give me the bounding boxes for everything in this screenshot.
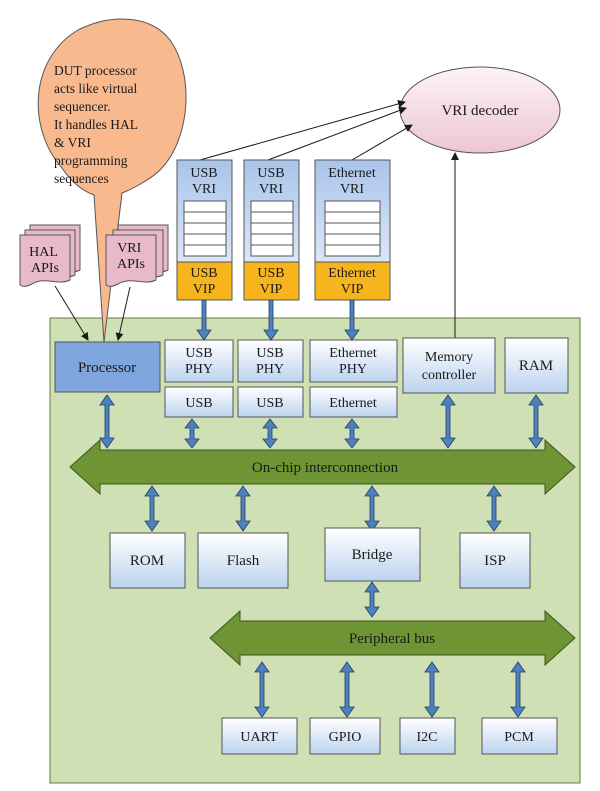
memory-controller bbox=[402, 337, 496, 394]
svg-text:GPIO: GPIO bbox=[329, 730, 362, 745]
processor-block bbox=[54, 341, 161, 393]
rom-block bbox=[109, 532, 186, 589]
vri-apis-doc: VRI APIs bbox=[105, 224, 169, 287]
usb-phy-1 bbox=[164, 339, 234, 383]
peripheral-bus-label: Peripheral bus bbox=[349, 631, 435, 647]
flash-block bbox=[197, 532, 289, 589]
peripheral-bus bbox=[209, 609, 576, 667]
processor-label: Processor bbox=[78, 360, 136, 376]
ethernet-phy bbox=[309, 339, 398, 383]
svg-text:Bridge: Bridge bbox=[352, 547, 393, 563]
interconnect-arrows bbox=[99, 394, 544, 718]
svg-text:ISP: ISP bbox=[484, 553, 506, 569]
onchip-interconnect-bus bbox=[69, 438, 576, 496]
ram-label: RAM bbox=[519, 358, 553, 374]
vri-decoder-label: VRI decoder bbox=[441, 103, 518, 119]
svg-text:USB: USB bbox=[185, 396, 212, 411]
ram-block bbox=[504, 337, 569, 394]
svg-text:UART: UART bbox=[240, 730, 278, 745]
vip-phy-arrows bbox=[196, 299, 360, 341]
usb-phy-2 bbox=[237, 339, 304, 383]
onchip-bus-label: On-chip interconnection bbox=[252, 460, 399, 476]
decoder-link-2 bbox=[267, 106, 407, 161]
ethernet-controller bbox=[309, 386, 398, 418]
gpio-block bbox=[309, 717, 381, 755]
vri-apis-label: VRI APIs bbox=[117, 241, 145, 272]
i2c-block bbox=[399, 717, 456, 755]
svg-text:ROM: ROM bbox=[130, 553, 164, 569]
usb-controller-2 bbox=[237, 386, 304, 418]
svg-text:USB: USB bbox=[256, 396, 283, 411]
hal-apis-doc: HAL APIs bbox=[19, 224, 81, 287]
uart-block bbox=[221, 717, 298, 755]
pcm-block bbox=[481, 717, 558, 755]
hal-apis-label: HAL APIs bbox=[29, 245, 61, 276]
callout-text: DUT processor acts like virtual sequence… bbox=[54, 63, 141, 186]
svg-text:Ethernet: Ethernet bbox=[329, 396, 377, 411]
svg-text:PCM: PCM bbox=[504, 730, 534, 745]
callout-bubble: DUT processor acts like virtual sequence… bbox=[37, 18, 187, 343]
vri-to-processor-arrow bbox=[115, 286, 131, 341]
decoder-link-3 bbox=[351, 124, 413, 161]
svg-text:I2C: I2C bbox=[417, 730, 438, 745]
bridge-block bbox=[324, 527, 421, 582]
svg-text:Flash: Flash bbox=[227, 553, 260, 569]
usb-controller-1 bbox=[164, 386, 234, 418]
decoder-link-1 bbox=[199, 100, 406, 161]
hal-to-processor-arrow bbox=[54, 285, 89, 341]
isp-block bbox=[459, 532, 531, 589]
